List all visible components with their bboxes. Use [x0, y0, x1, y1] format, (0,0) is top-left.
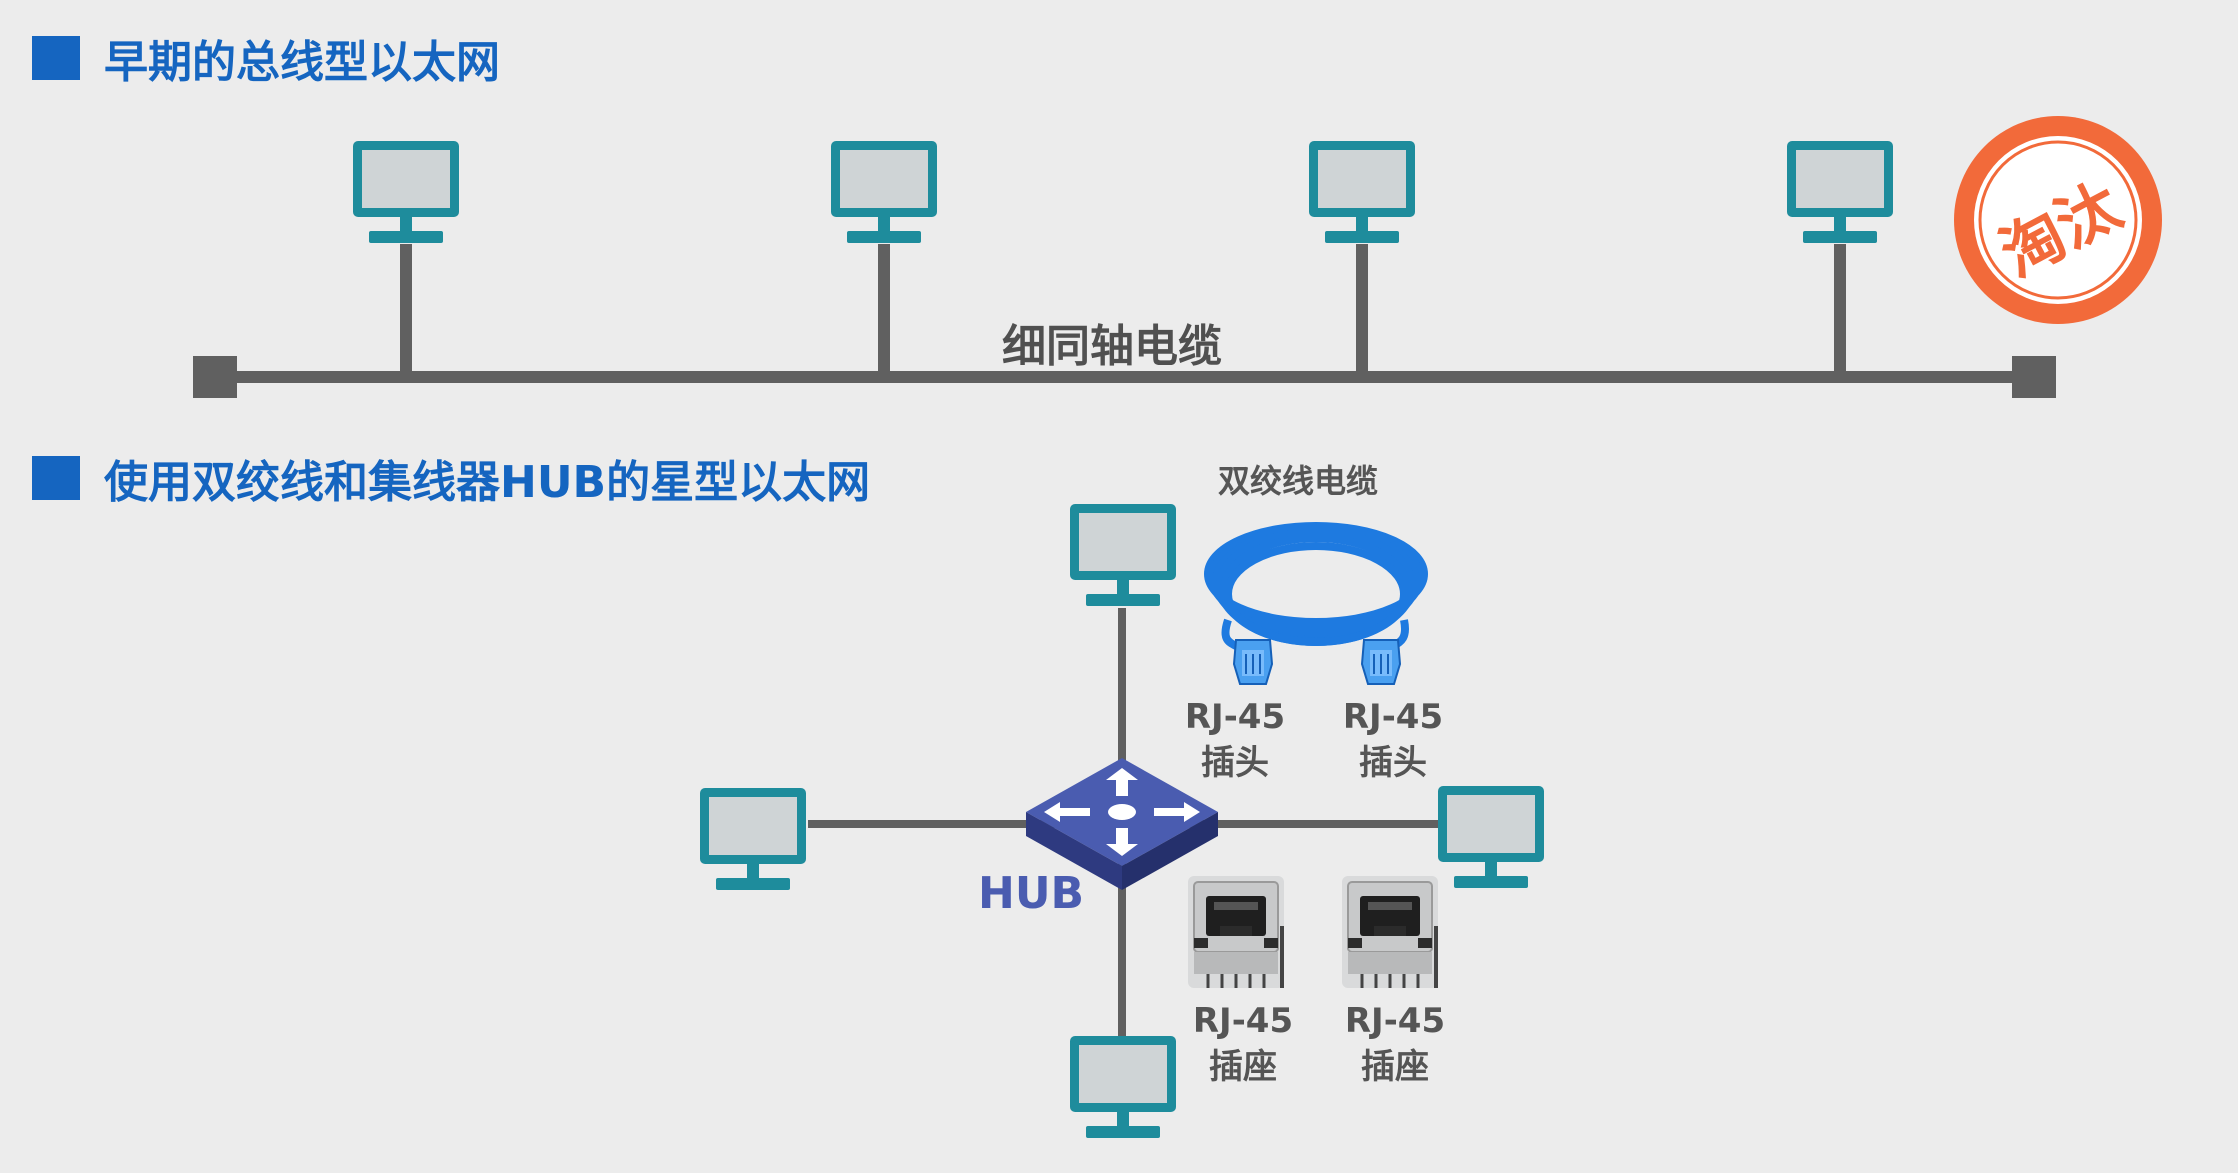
hub-icon: [1026, 758, 1218, 890]
computer-icon: [831, 141, 937, 243]
cable-label: 双绞线电缆: [1218, 462, 1379, 500]
bullet-square: [32, 36, 80, 80]
bus-cable-label: 细同轴电缆: [1002, 321, 1222, 372]
rj45-plug-icon: [1361, 639, 1401, 685]
bullet-square: [32, 456, 80, 500]
hub-label: HUB: [978, 868, 1085, 919]
section-heading-bus: 早期的总线型以太网: [32, 26, 500, 90]
obsolete-stamp: [1954, 116, 2162, 324]
section-heading-star: 使用双绞线和集线器HUB的星型以太网: [32, 446, 870, 510]
plug-label-2: RJ-45 插头: [1342, 697, 1444, 783]
computer-icon: [353, 141, 459, 243]
jack-label-1: RJ-45 插座: [1192, 1001, 1294, 1087]
computer-icon: [1070, 1036, 1176, 1138]
plug-label-1: RJ-45 插头: [1184, 697, 1286, 783]
bus-terminator-right: [2012, 356, 2056, 398]
twisted-pair-cable-image: [1204, 522, 1428, 661]
rj45-plug-icon: [1233, 639, 1273, 685]
computer-icon: [1438, 786, 1544, 888]
jack-label-2: RJ-45 插座: [1344, 1001, 1446, 1087]
rj45-jack-icon: [1340, 874, 1440, 990]
star-network: [700, 504, 1544, 1138]
heading-text: 早期的总线型以太网: [104, 37, 500, 88]
bus-terminator-left: [193, 356, 237, 398]
computer-icon: [1787, 141, 1893, 243]
computer-icon: [700, 788, 806, 890]
computer-icon: [1309, 141, 1415, 243]
bus-network: [193, 116, 2162, 398]
heading-text: 使用双绞线和集线器HUB的星型以太网: [104, 457, 871, 508]
rj45-jack-icon: [1186, 874, 1286, 990]
computer-icon: [1070, 504, 1176, 606]
